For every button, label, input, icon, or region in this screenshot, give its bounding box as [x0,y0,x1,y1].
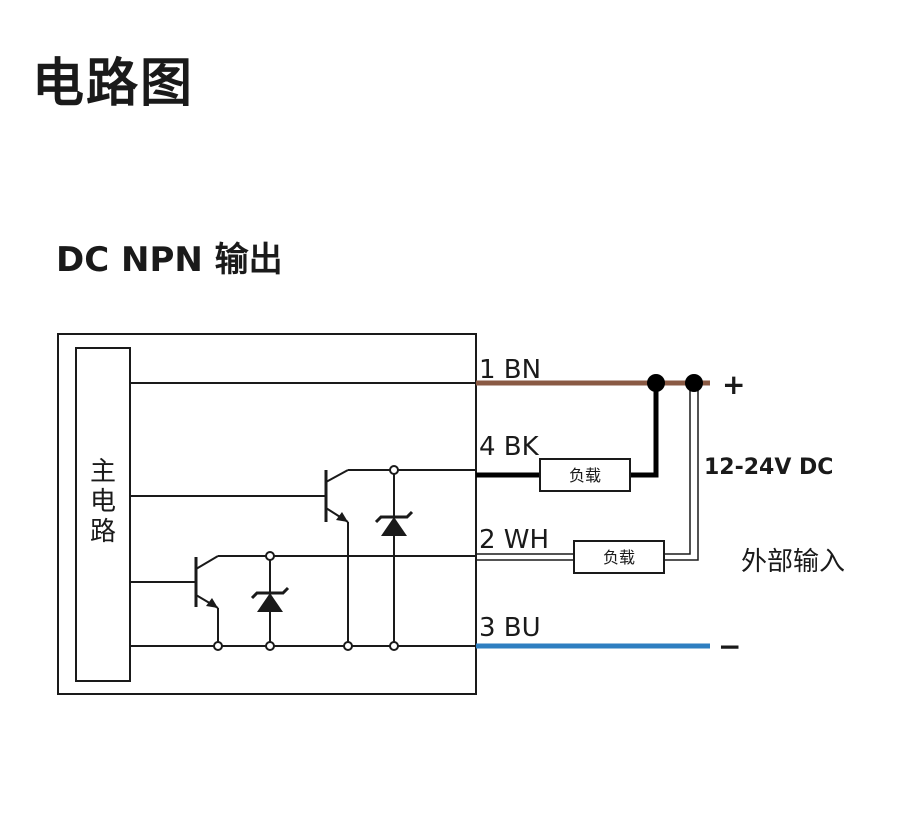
output-emitter-arrow [336,512,348,522]
load-box-bk [539,458,631,492]
supply-voltage-label: 12-24V DC [704,455,833,480]
wire-label-bu: 3 BU [479,613,541,643]
wire-label-wh: 2 WH [479,525,549,555]
zener-diode-output [374,510,414,536]
input-emitter-arrow [206,598,218,608]
circuit-subtitle: DC NPN 输出 [56,240,283,280]
load-label-bk: 负载 [569,466,601,485]
load-box-wh [573,540,665,574]
main-circuit-char-3: 路 [90,517,116,547]
load-label-wh: 负载 [603,548,635,567]
wire-bk-return [630,383,659,478]
junction-nodes [213,465,399,651]
wire-label-bn: 1 BN [479,355,541,385]
bn-junction-bk [647,374,665,392]
sensor-housing [57,333,477,695]
plus-sign: + [722,368,745,401]
main-circuit-char-1: 主 [90,457,116,487]
bn-junction-wh [685,374,703,392]
zener-diode-input [250,586,290,612]
page-title: 电路图 [32,54,195,114]
external-input-label: 外部输入 [741,547,845,577]
wire-label-bk: 4 BK [479,432,540,462]
main-circuit-char-2: 电 [90,487,116,517]
main-circuit-block [75,347,131,682]
wire-wh [476,383,699,561]
internal-wiring [130,382,476,647]
minus-sign: − [718,630,741,663]
